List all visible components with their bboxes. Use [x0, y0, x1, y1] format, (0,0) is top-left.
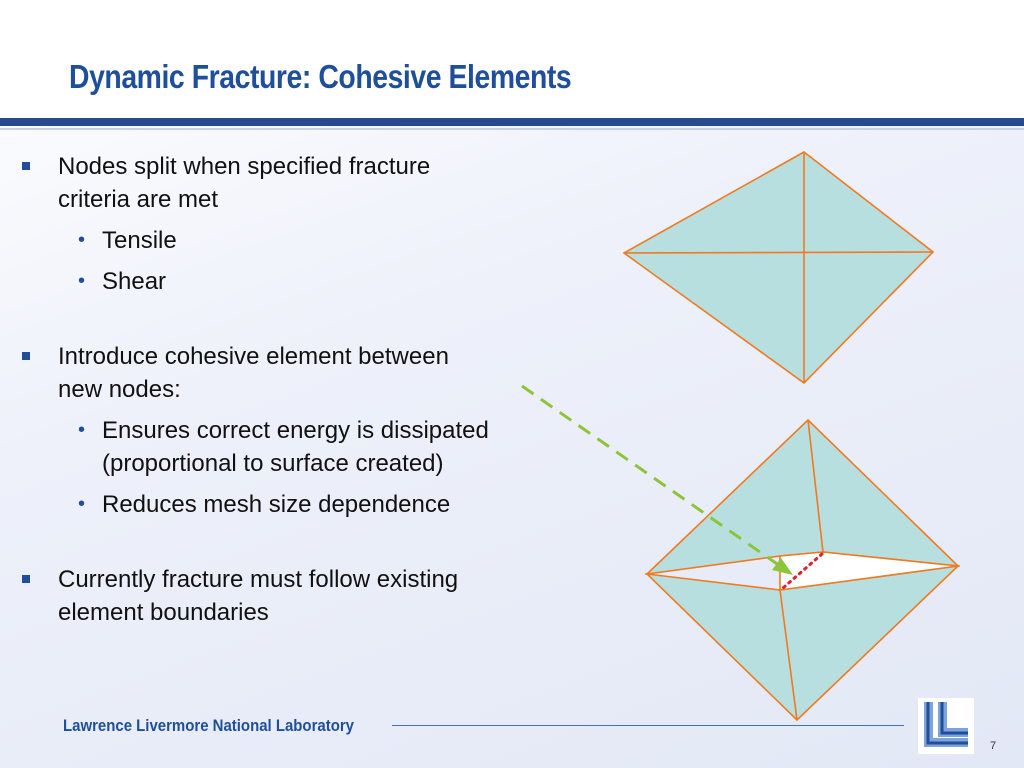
header-rule [0, 118, 1024, 126]
fractured-edge-top [807, 419, 824, 553]
intact-edge-horizontal [623, 251, 934, 254]
arrowhead-icon [772, 558, 793, 575]
bullet-line: element boundaries [58, 599, 269, 626]
sub-bullet-line: Shear [102, 268, 167, 295]
bullet-line: criteria are met [58, 186, 219, 213]
sub-bullet-line: Reduces mesh size dependence [102, 491, 451, 518]
fractured-edge-bottom [779, 589, 798, 721]
sub-bullet-energy: • Ensures correct energy is dissipated (… [20, 414, 580, 480]
dot-bullet-icon: • [78, 419, 86, 441]
bullet-line: Nodes split when specified fracture [58, 153, 431, 180]
intact-mesh [622, 151, 935, 385]
bullet-line: new nodes: [58, 376, 181, 403]
slide-header: Dynamic Fracture: Cohesive Elements [0, 0, 1024, 118]
bullet-line: Introduce cohesive element between [58, 343, 449, 370]
footer-rule [392, 725, 904, 726]
square-bullet-icon [22, 575, 30, 583]
sub-bullet-tensile: • Tensile [20, 224, 580, 257]
cohesive-gap-marker [781, 552, 824, 590]
header-rule-thin [0, 128, 1024, 130]
sub-bullet-mesh-size: • Reduces mesh size dependence [20, 488, 580, 521]
dot-bullet-icon: • [78, 270, 86, 292]
bullet-line: Currently fracture must follow existing [58, 566, 459, 593]
fractured-lower-part [644, 564, 961, 722]
intact-element-outline [622, 151, 935, 385]
cohesive-gap [779, 551, 959, 591]
page-number: 7 [990, 740, 997, 752]
sub-bullet-line: Ensures correct energy is dissipated [102, 417, 489, 444]
square-bullet-icon [22, 162, 30, 170]
llnl-logo-icon [918, 698, 974, 754]
sub-bullet-shear: • Shear [20, 265, 580, 298]
fractured-upper-part [644, 418, 961, 576]
square-bullet-icon [22, 352, 30, 360]
bullet-nodes-split: Nodes split when specified fracture crit… [20, 150, 580, 216]
bullet-cohesive-element: Introduce cohesive element between new n… [20, 340, 580, 406]
arrow-shaft [521, 384, 781, 568]
footer-org-name: Lawrence Livermore National Laboratory [63, 716, 354, 735]
pointer-arrow [521, 384, 793, 575]
bullet-list: Nodes split when specified fracture crit… [20, 150, 580, 629]
dot-bullet-icon: • [78, 229, 86, 251]
fractured-mesh [644, 418, 961, 722]
sub-bullet-line: (proportional to surface created) [102, 450, 444, 477]
bullet-fracture-boundaries: Currently fracture must follow existing … [20, 563, 580, 629]
sub-bullet-line: Tensile [102, 227, 177, 254]
dot-bullet-icon: • [78, 493, 86, 515]
slide-title: Dynamic Fracture: Cohesive Elements [69, 58, 572, 95]
